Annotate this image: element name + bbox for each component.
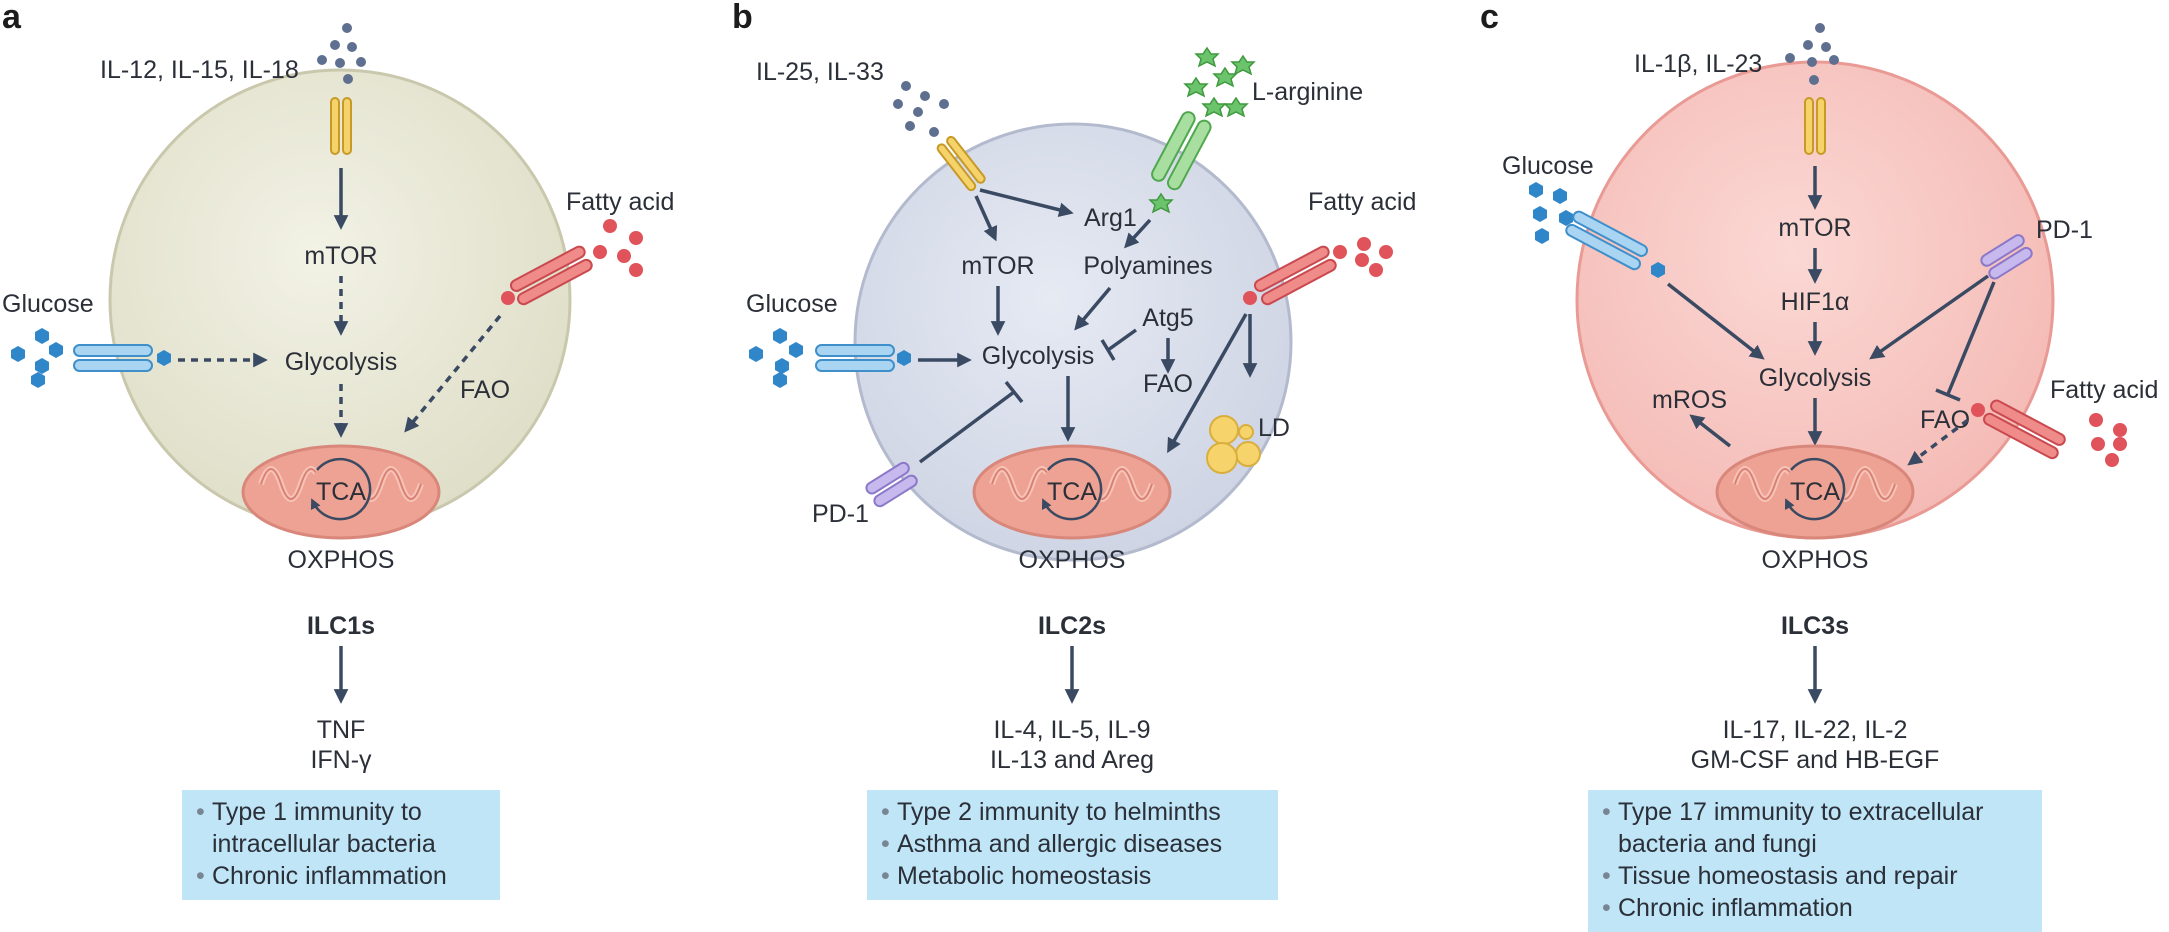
fatty-acid-transporter-c [1983, 399, 2066, 460]
arrow-pd1-glycolysis-c [1869, 274, 1990, 360]
panel-a: a IL-12, IL-15, IL-18 mTOR Glycolysis Gl… [2, 0, 674, 774]
arginine-transporter-b [1151, 111, 1212, 191]
pd1-label-b: PD-1 [812, 500, 869, 528]
function-c-1: Type 17 immunity to extracellular bacter… [1602, 796, 2028, 860]
hif-label-c: HIF1α [1781, 288, 1850, 316]
function-a-1: Type 1 immunity to intracellular bacteri… [196, 796, 486, 860]
panel-c: c IL-1β, IL-23 mTOR HIF1α Glycolysis Glu… [1480, 0, 2158, 774]
ligand-dots-b [893, 81, 949, 137]
fatty-acid-molecules-b [1243, 237, 1393, 305]
glucose-label-a: Glucose [2, 290, 94, 318]
pd1-receptor-b [865, 461, 918, 508]
ligands-label-b: IL-25, IL-33 [756, 58, 884, 86]
output-a-2: IFN-γ [310, 746, 372, 774]
output-c-2: GM-CSF and HB-EGF [1691, 746, 1940, 774]
ld-label-b: LD [1258, 414, 1290, 442]
fatty-acid-molecules-a [501, 219, 643, 305]
arrow-fattyacid-fao-a [404, 314, 502, 433]
ligands-label-a: IL-12, IL-15, IL-18 [100, 56, 299, 84]
pd1-receptor-c [1980, 234, 2033, 280]
inhibit-bar-atg5-b [1100, 339, 1116, 361]
oxphos-label-c: OXPHOS [1762, 546, 1869, 574]
fatty-acid-transporter-a [509, 245, 593, 306]
function-b-3: Metabolic homeostasis [881, 860, 1264, 892]
glucose-label-c: Glucose [1502, 152, 1594, 180]
tca-label-b: TCA [1047, 478, 1097, 506]
atg5-label-b: Atg5 [1142, 304, 1193, 332]
panel-b: b IL-25, IL-33 L-arginine Arg1 [732, 0, 1416, 774]
cytokine-receptor-b [936, 135, 986, 192]
ilc2-cell [853, 122, 1293, 562]
inhibit-atg5-glycolysis-b [1106, 328, 1138, 352]
arginine-label-b: L-arginine [1252, 78, 1363, 106]
cytokine-receptor-c [1804, 97, 1826, 155]
panel-letter-a: a [2, 0, 22, 36]
glucose-label-b: Glucose [746, 290, 838, 318]
cell-type-a: ILC1s [307, 612, 375, 640]
inhibit-pd1-glycolysis-b [918, 390, 1016, 464]
mtor-label-a: mTOR [304, 242, 377, 270]
glucose-transporter-a [73, 344, 153, 372]
pd1-label-c: PD-1 [2036, 216, 2093, 244]
cytokine-receptor-a [330, 97, 352, 155]
panel-letter-c: c [1480, 0, 1499, 36]
glycolysis-label-c: Glycolysis [1759, 364, 1872, 392]
arrow-arginine-polyamines-b [1124, 218, 1152, 249]
output-b-1: IL-4, IL-5, IL-9 [993, 716, 1150, 744]
polyamines-label-b: Polyamines [1083, 252, 1212, 280]
ligands-label-c: IL-1β, IL-23 [1634, 50, 1762, 78]
fatty-acid-molecules-c [1971, 403, 2127, 467]
mtor-label-c: mTOR [1778, 214, 1851, 242]
output-c-1: IL-17, IL-22, IL-2 [1723, 716, 1908, 744]
fatty-acid-label-a: Fatty acid [566, 188, 674, 216]
fao-label-b: FAO [1143, 370, 1193, 398]
mros-label-c: mROS [1652, 386, 1727, 414]
function-a-2: Chronic inflammation [196, 860, 486, 892]
arg1-label-b: Arg1 [1084, 204, 1137, 232]
glycolysis-label-a: Glycolysis [285, 348, 398, 376]
function-c-3: Chronic inflammation [1602, 892, 2028, 924]
cell-type-c: ILC3s [1781, 612, 1849, 640]
oxphos-label-b: OXPHOS [1019, 546, 1126, 574]
arrow-receptor-arg1-b [979, 188, 1074, 217]
tca-label-c: TCA [1790, 478, 1840, 506]
arginine-molecules-b [1148, 46, 1256, 214]
inhibit-pd1-fao-c [1946, 281, 1996, 395]
tca-label-a: TCA [316, 478, 366, 506]
inhibit-bar-pd1-b [1004, 380, 1024, 404]
function-b-2: Asthma and allergic diseases [881, 828, 1264, 860]
function-b-1: Type 2 immunity to helminths [881, 796, 1264, 828]
ligand-dots-c [1785, 23, 1839, 85]
oxphos-label-a: OXPHOS [288, 546, 395, 574]
functions-box-c: Type 17 immunity to extracellular bacter… [1588, 790, 2042, 932]
panel-letter-b: b [732, 0, 753, 36]
glycolysis-label-b: Glycolysis [982, 342, 1095, 370]
fatty-acid-label-b: Fatty acid [1308, 188, 1416, 216]
ligand-dots-a [317, 23, 366, 84]
glucose-transporter-b [815, 344, 895, 372]
functions-box-b: Type 2 immunity to helminths Asthma and … [867, 790, 1278, 900]
arrow-receptor-mtor-b [974, 195, 998, 242]
glucose-transporter-c [1565, 210, 1649, 271]
mtor-label-b: mTOR [961, 252, 1034, 280]
arrow-glucose-glycolysis-c [1666, 282, 1765, 360]
arrow-fattyacid-tca-c [1907, 418, 1970, 466]
fao-label-a: FAO [460, 376, 510, 404]
function-c-2: Tissue homeostasis and repair [1602, 860, 2028, 892]
output-a-1: TNF [317, 716, 366, 744]
output-b-2: IL-13 and Areg [990, 746, 1154, 774]
fao-label-c: FAO [1920, 406, 1970, 434]
arrow-tca-mros-c [1689, 414, 1732, 448]
functions-box-a: Type 1 immunity to intracellular bacteri… [182, 790, 500, 900]
arrow-fattyacid-tca-b [1167, 313, 1248, 454]
arrow-polyamines-glycolysis-b [1074, 286, 1112, 331]
inhibit-bar-pd1-c [1935, 388, 1961, 402]
cell-type-b: ILC2s [1038, 612, 1106, 640]
fatty-acid-label-c: Fatty acid [2050, 376, 2158, 404]
lipid-droplets-b [1206, 415, 1261, 474]
fatty-acid-transporter-b [1253, 245, 1337, 306]
